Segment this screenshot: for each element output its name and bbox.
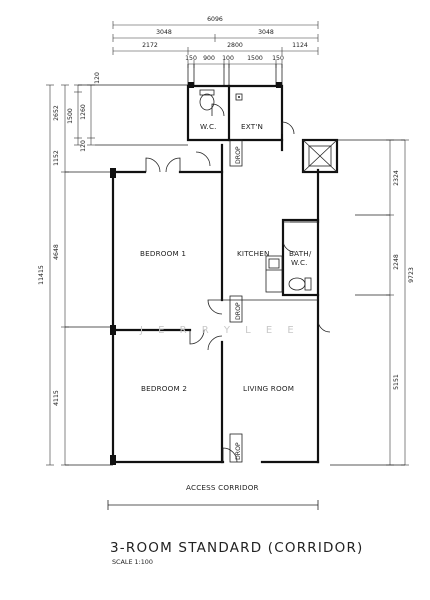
room-label-kitchen: KITCHEN: [237, 249, 270, 258]
plan-scale: SCALE 1:100: [112, 558, 153, 566]
dim-3048-left: 3048: [156, 29, 172, 36]
top-dimensions: 6096 3048 3048 2172 2800 1124 150 900 10…: [112, 16, 319, 86]
dim-2652: 2652: [53, 105, 60, 121]
room-label-living-room: LIVING ROOM: [243, 384, 294, 393]
room-label-bedroom-1: BEDROOM 1: [140, 249, 186, 258]
dim-6096: 6096: [207, 16, 223, 23]
dim-4115: 4115: [53, 390, 60, 406]
room-label-bedroom-2: BEDROOM 2: [141, 384, 187, 393]
dim-2172: 2172: [142, 42, 158, 49]
dim-4648: 4648: [53, 244, 60, 260]
dim-11415: 11415: [38, 265, 45, 285]
doors: [145, 103, 331, 463]
room-label-wc: W.C.: [200, 122, 217, 131]
toilet-fixture-bath: [288, 277, 312, 291]
dim-150-b: 150: [272, 55, 284, 62]
dim-120-bottom: 120: [80, 140, 87, 152]
dim-3048-right: 3048: [258, 29, 274, 36]
access-corridor-label: ACCESS CORRIDOR: [186, 483, 259, 492]
dim-1124: 1124: [292, 42, 308, 49]
dim-2248: 2248: [393, 254, 400, 270]
dim-900: 900: [203, 55, 215, 62]
drop-label-3: DROP: [235, 442, 242, 460]
dim-120-top: 120: [94, 72, 101, 84]
floor-trap-icon: [235, 93, 243, 101]
right-dimensions: 9723 2324 2248 5151: [330, 139, 415, 466]
dim-1500-left: 1500: [67, 108, 74, 124]
corridor-line: [107, 500, 319, 510]
dim-1152: 1152: [53, 150, 60, 166]
drop-panels: [229, 139, 243, 463]
dim-1260: 1260: [80, 104, 87, 120]
left-dimensions: 11415 2652 1152 4648 4115 1500 1260 120 …: [38, 72, 188, 466]
room-label-wc-2: W.C.: [291, 258, 308, 267]
dim-1500: 1500: [247, 55, 263, 62]
plan-title: 3-ROOM STANDARD (CORRIDOR): [110, 540, 364, 556]
drop-label-1: DROP: [235, 146, 242, 164]
dim-100: 100: [222, 55, 234, 62]
dim-150-a: 150: [185, 55, 197, 62]
room-label-bath: BATH/: [289, 249, 312, 258]
room-label-extn: EXT'N: [241, 122, 263, 131]
dim-2800: 2800: [227, 42, 243, 49]
toilet-fixture-wc: [199, 89, 215, 111]
dim-9723: 9723: [408, 267, 415, 283]
dim-2324: 2324: [393, 170, 400, 186]
walls: [110, 82, 339, 465]
watermark: J E R R Y L E E: [139, 325, 300, 336]
dim-5151: 5151: [393, 374, 400, 390]
drop-label-2: DROP: [235, 302, 242, 320]
